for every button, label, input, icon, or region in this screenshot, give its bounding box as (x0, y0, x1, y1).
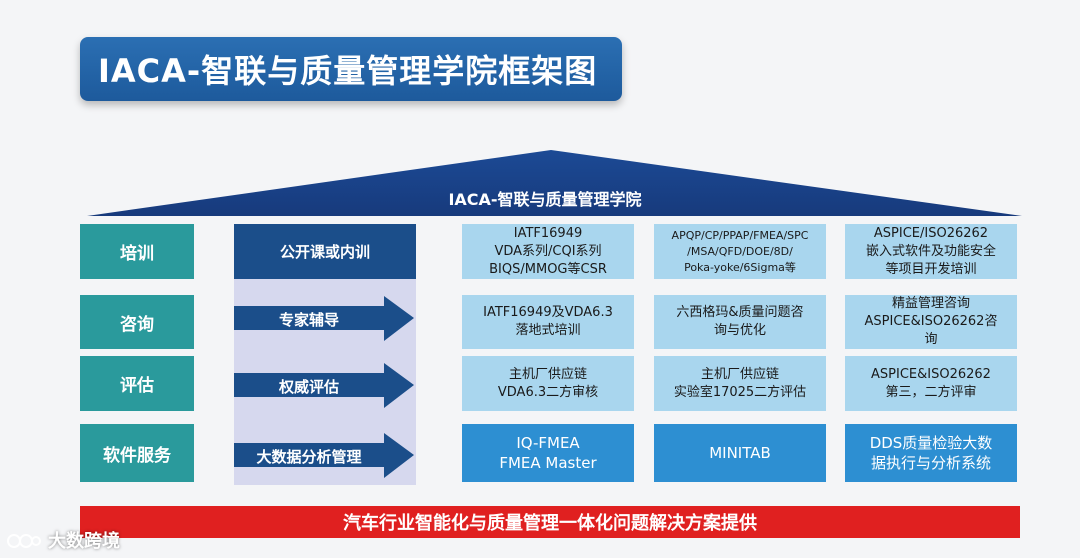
page-title: IACA-智联与质量管理学院框架图 (80, 37, 622, 101)
row-label-training: 培训 (80, 224, 194, 279)
cell-training-iatf: IATF16949 VDA系列/CQI系列 BIQS/MMOG等CSR (462, 224, 634, 279)
row-label-consulting: 咨询 (80, 295, 194, 349)
cell-consulting-iatf: IATF16949及VDA6.3 落地式培训 (462, 295, 634, 349)
watermark-logo-icon (7, 534, 41, 548)
cell-training-core-tools: APQP/CP/PPAP/FMEA/SPC /MSA/QFD/DOE/8D/ P… (654, 224, 826, 279)
method-authority-assessment-label: 权威评估 (278, 378, 339, 396)
cell-software-dds: DDS质量检验大数 据执行与分析系统 (845, 424, 1017, 482)
cell-consulting-six-sigma: 六西格玛&质量问题咨 询与优化 (654, 295, 826, 349)
row-label-software: 软件服务 (80, 424, 194, 482)
roof-label: IACA-智联与质量管理学院 (448, 190, 642, 209)
cell-assessment-vda63: 主机厂供应链 VDA6.3二方审核 (462, 356, 634, 411)
method-public-course: 公开课或内训 (234, 224, 416, 279)
cell-training-aspice: ASPICE/ISO26262 嵌入式软件及功能安全 等项目开发培训 (845, 224, 1017, 279)
watermark: 大数跨境 (6, 526, 120, 554)
row-label-assessment: 评估 (80, 356, 194, 411)
watermark-text: 大数跨境 (48, 531, 120, 552)
method-big-data-label: 大数据分析管理 (256, 448, 362, 466)
cell-assessment-aspice: ASPICE&ISO26262 第三，二方评审 (845, 356, 1017, 411)
bottom-banner: 汽车行业智能化与质量管理一体化问题解决方案提供 (80, 506, 1020, 538)
cell-assessment-17025: 主机厂供应链 实验室17025二方评估 (654, 356, 826, 411)
cell-software-fmea: IQ-FMEA FMEA Master (462, 424, 634, 482)
roof-shape (87, 150, 1022, 216)
cell-software-minitab: MINITAB (654, 424, 826, 482)
cell-consulting-lean: 精益管理咨询 ASPICE&ISO26262咨 询 (845, 295, 1017, 349)
method-expert-guidance-label: 专家辅导 (278, 311, 339, 329)
